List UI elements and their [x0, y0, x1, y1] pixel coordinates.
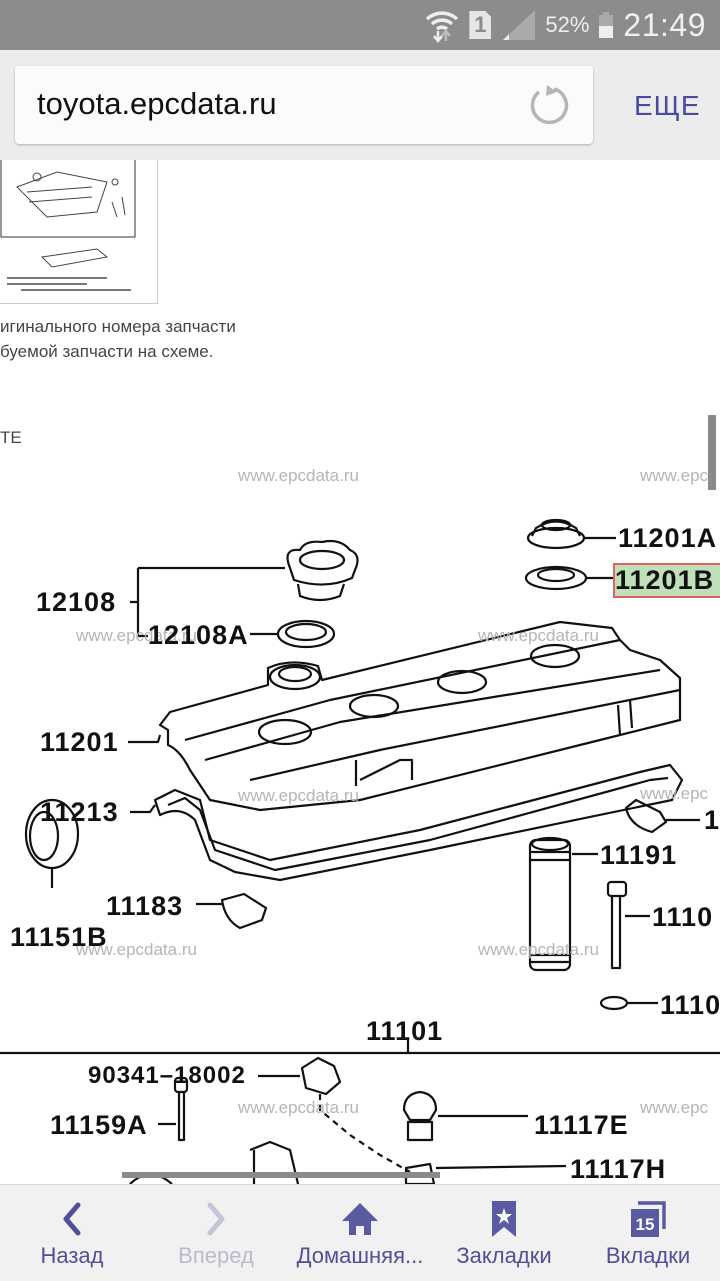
more-menu-button[interactable]: ЕЩЕ [634, 90, 701, 121]
home-icon [342, 1203, 378, 1235]
part-label-90341-18002[interactable]: 90341–18002 [88, 1062, 246, 1089]
watermark: www.epcdata.ru [76, 940, 197, 959]
nav-forward-button[interactable]: Вперед [144, 1185, 288, 1281]
status-bar: 1 52% 21:49 [0, 0, 720, 50]
nav-bookmarks-button[interactable]: Закладки [432, 1185, 576, 1281]
sim-icon: 1 [469, 11, 492, 39]
tabs-count-badge: 15 [636, 1215, 655, 1234]
horizontal-scrollbar[interactable] [122, 1172, 440, 1178]
watermark: www.epcdata.ru [238, 786, 359, 805]
browser-toolbar: toyota.epcdata.ru ЕЩЕ [0, 50, 720, 160]
part-label-11201A[interactable]: 11201A [618, 523, 718, 553]
reload-icon[interactable] [527, 83, 571, 127]
nav-forward-label: Вперед [178, 1243, 254, 1268]
part-label-1110-washer[interactable]: 1110 [660, 990, 720, 1020]
part-label-11117H[interactable]: 11117H [570, 1154, 667, 1184]
nav-bookmarks-label: Закладки [456, 1243, 552, 1268]
description-line-3: ТЕ [0, 428, 22, 447]
description-line-2: буемой запчасти на схеме. [0, 342, 214, 361]
watermark: www.epc [640, 784, 709, 803]
part-label-11191[interactable]: 11191 [600, 840, 678, 870]
description-line-1: игинального номера запчасти [0, 317, 236, 336]
part-label-11201[interactable]: 11201 [40, 727, 119, 757]
bottom-navigation: Назад Вперед Домашняя... Закладки 15 Вкл… [0, 1184, 720, 1281]
nav-tabs-label: Вкладки [605, 1243, 691, 1268]
page-content: игинального номера запчасти буемой запча… [0, 160, 720, 1184]
part-label-11201B-highlighted[interactable]: 11201B [612, 563, 720, 598]
diagram-thumbnail[interactable] [0, 160, 158, 304]
parts-diagram[interactable] [0, 160, 720, 1184]
part-label-11101[interactable]: 11101 [366, 1016, 444, 1046]
forward-chevron-icon [207, 1202, 225, 1236]
watermark: www.epcdata.ru [478, 626, 599, 645]
watermark: www.epc [640, 466, 709, 485]
vertical-scrollbar[interactable] [708, 415, 716, 490]
part-label-12108[interactable]: 12108 [36, 587, 117, 617]
back-chevron-icon [63, 1202, 81, 1236]
nav-back-button[interactable]: Назад [0, 1185, 144, 1281]
battery-icon [599, 12, 614, 38]
part-label-partial-1[interactable]: 1 [704, 805, 720, 835]
bookmark-icon [492, 1201, 516, 1237]
part-label-11151B[interactable]: 11151B [10, 922, 108, 952]
signal-icon [503, 10, 536, 40]
watermark: www.epcdata.ru [478, 940, 599, 959]
part-label-12108A[interactable]: 12108A [148, 620, 249, 650]
url-text[interactable]: toyota.epcdata.ru [37, 86, 277, 121]
tabs-icon: 15 [631, 1201, 666, 1237]
wifi-icon [426, 11, 459, 43]
watermark: www.epcdata.ru [238, 466, 359, 485]
watermark: www.epcdata.ru [238, 1098, 359, 1117]
watermark: www.epcdata.ru [76, 626, 197, 645]
address-bar[interactable]: toyota.epcdata.ru [15, 66, 593, 144]
clock: 21:49 [623, 6, 706, 43]
nav-home-label: Домашняя... [296, 1243, 424, 1268]
part-label-11159A[interactable]: 11159A [50, 1110, 148, 1140]
nav-home-button[interactable]: Домашняя... [288, 1185, 432, 1281]
nav-back-label: Назад [40, 1243, 104, 1268]
part-label-11183[interactable]: 11183 [106, 891, 184, 921]
watermark: www.epc [640, 1098, 709, 1117]
part-label-11117E[interactable]: 11117E [534, 1110, 629, 1140]
nav-tabs-button[interactable]: 15 Вкладки [576, 1185, 720, 1281]
part-label-11213[interactable]: 11213 [40, 797, 119, 827]
battery-percent: 52% [545, 12, 590, 37]
part-label-1110-bolt[interactable]: 1110 [652, 902, 714, 932]
